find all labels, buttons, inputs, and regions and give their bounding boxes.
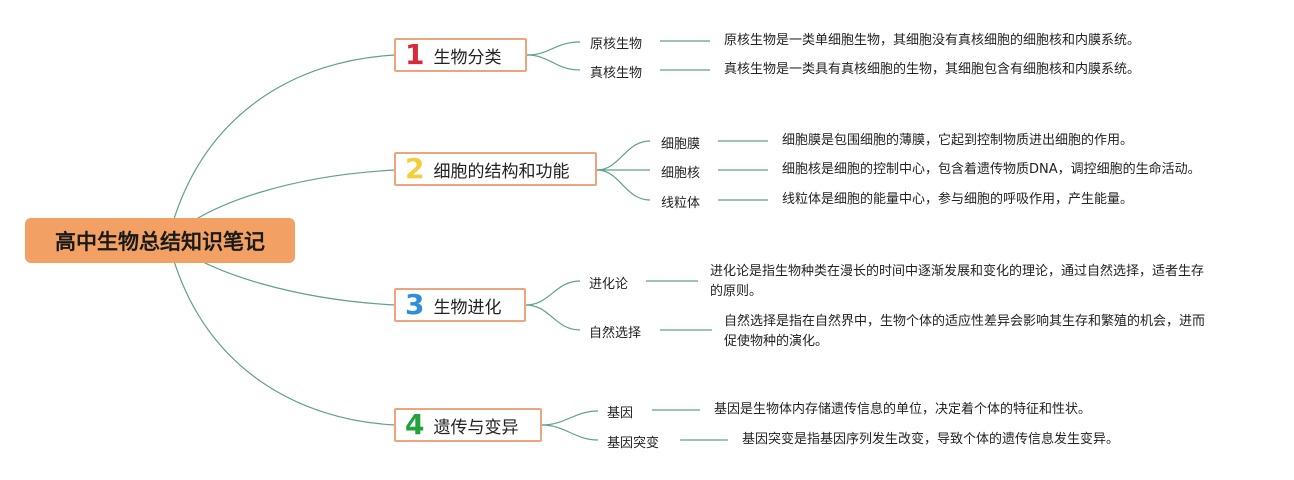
number-4-icon: 4 [405, 408, 425, 441]
leaf-label[interactable]: 自然选择 [589, 326, 642, 341]
branch-title: 细胞的结构和功能 [433, 161, 570, 182]
leaf-label[interactable]: 线粒体 [661, 196, 701, 211]
branch-node-genetics[interactable]: 4 遗传与变异 [394, 408, 542, 442]
number-2-icon: 2 [405, 152, 425, 185]
number-3-icon: 3 [405, 288, 425, 321]
leaf-description: 线粒体是细胞的能量中心，参与细胞的呼吸作用，产生能量。 [782, 192, 1134, 207]
leaf-label[interactable]: 原核生物 [590, 37, 643, 52]
branch-title: 生物分类 [433, 47, 502, 68]
branch-node-evolution[interactable]: 3 生物进化 [394, 288, 526, 322]
number-1-icon: 1 [405, 38, 425, 71]
leaf-description: 细胞膜是包围细胞的薄膜，它起到控制物质进出细胞的作用。 [782, 133, 1134, 148]
leaf-description: 自然选择是指在自然界中，生物个体的适应性差异会影响其生存和繁殖的机会，进而促使物… [724, 314, 1206, 349]
leaf-description: 进化论是指生物种类在漫长的时间中逐渐发展和变化的理论，通过自然选择，适者生存的原… [710, 264, 1205, 299]
leaf-description: 基因是生物体内存储遗传信息的单位，决定着个体的特征和性状。 [714, 402, 1092, 417]
leaf-description: 真核生物是一类具有真核细胞的生物，其细胞包含有细胞核和内膜系统。 [724, 62, 1141, 77]
leaf-description: 细胞核是细胞的控制中心，包含着遗传物质DNA，调控细胞的生命活动。 [782, 162, 1201, 177]
branch-title: 遗传与变异 [433, 417, 519, 438]
leaf-label[interactable]: 进化论 [589, 277, 629, 292]
branch-title: 生物进化 [433, 297, 502, 318]
leaf-description: 基因突变是指基因序列发生改变，导致个体的遗传信息发生变异。 [742, 432, 1120, 447]
leaf-label[interactable]: 真核生物 [590, 66, 643, 81]
root-node[interactable]: 高中生物总结知识笔记 [25, 218, 295, 263]
leaf-label[interactable]: 基因突变 [607, 436, 660, 451]
leaf-label[interactable]: 基因 [607, 406, 634, 421]
leaf-label[interactable]: 细胞核 [661, 166, 701, 181]
root-title: 高中生物总结知识笔记 [55, 229, 265, 254]
branch-node-cell-structure[interactable]: 2 细胞的结构和功能 [394, 152, 597, 186]
leaf-description: 原核生物是一类单细胞生物，其细胞没有真核细胞的细胞核和内膜系统。 [724, 33, 1141, 48]
branch-node-classification[interactable]: 1 生物分类 [394, 38, 527, 72]
leaf-label[interactable]: 细胞膜 [661, 137, 701, 152]
